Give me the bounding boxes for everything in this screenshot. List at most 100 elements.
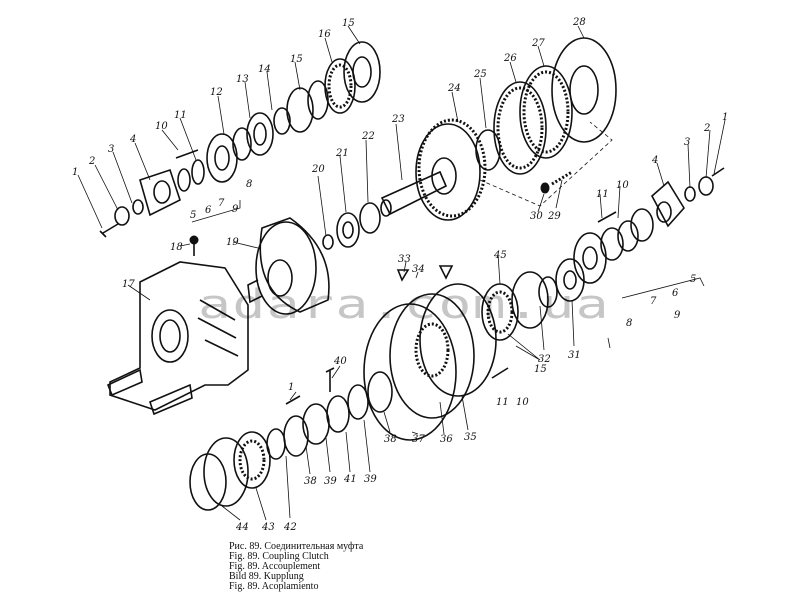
callout-label: 8 — [246, 179, 252, 190]
callout-label: 15 — [290, 54, 303, 65]
callout-label: 27 — [531, 38, 545, 49]
callout-label: 34 — [412, 264, 425, 275]
callout-label: 1 — [722, 112, 728, 123]
callout-label: 12 — [210, 87, 223, 98]
pin-30-part — [540, 182, 550, 194]
leader-line — [127, 241, 259, 301]
bearing-13-inner-part — [253, 122, 267, 146]
callout-label: 8 — [626, 318, 632, 329]
ring-14-part — [273, 107, 291, 135]
callout-label: 14 — [258, 64, 271, 75]
seal-ring-part — [191, 159, 205, 185]
callout-label: 4 — [129, 134, 136, 145]
lock-plate-part — [114, 206, 130, 226]
flange-4-hub-part — [656, 201, 672, 223]
ring-20-part — [322, 234, 334, 250]
bearing-31-inner-part — [563, 270, 577, 290]
callout-label: 28 — [572, 17, 586, 28]
bearing-31-part — [555, 258, 585, 302]
callout-label: 9 — [674, 310, 681, 321]
callout-label: 40 — [333, 356, 347, 367]
flange-hub-part — [153, 180, 171, 204]
leader-line — [317, 123, 403, 237]
bearing-22-part — [359, 202, 381, 234]
cover-35-bore-part — [414, 322, 450, 378]
pin-part — [175, 149, 199, 159]
leader-line — [403, 253, 501, 285]
ring-43-part — [233, 431, 271, 489]
ring-43-race-part — [238, 439, 266, 481]
callout-label: 17 — [122, 279, 135, 290]
callout-label: 43 — [261, 522, 275, 533]
shaft-23-end-part — [380, 199, 392, 217]
washer-part — [132, 199, 144, 215]
assembly-dashed-line — [479, 121, 613, 207]
callout-label: 35 — [464, 432, 477, 443]
drum-shaft-part — [247, 279, 263, 304]
callout-label: 21 — [335, 148, 349, 159]
disc-26-part — [493, 81, 547, 175]
callout-label: 22 — [361, 131, 375, 142]
callout-label: 41 — [343, 474, 357, 485]
splined-shaft-23-part — [380, 170, 448, 216]
plate-2-right-part — [698, 176, 714, 196]
callout-label: 11 — [174, 110, 187, 121]
clutch-drum-assembly — [247, 170, 448, 315]
leader-line — [599, 119, 726, 219]
ring-38-part — [367, 371, 393, 413]
leader-line — [161, 71, 273, 161]
ring-6-right-part — [617, 220, 639, 252]
bearing-21-part — [336, 212, 360, 248]
callout-label: 15 — [534, 364, 547, 375]
callout-label: 19 — [226, 237, 239, 248]
ring-38b-part — [283, 415, 309, 457]
callout-label: 1 — [288, 382, 294, 393]
housing-foot-part — [106, 368, 193, 416]
callout-label: 36 — [440, 434, 453, 445]
fitting-33-part — [396, 269, 410, 282]
callout-label: 9 — [232, 204, 239, 215]
cover-15-part — [343, 41, 381, 103]
cover-15-hole-part — [352, 56, 372, 88]
ring-7-right-part — [600, 227, 624, 261]
callout-label: 18 — [170, 242, 183, 253]
callout-label: 29 — [547, 211, 561, 222]
bolt-10-right-part — [597, 211, 617, 223]
bolt-1-lower-part — [285, 395, 301, 405]
callout-label: 38 — [384, 434, 397, 445]
cover-35-part — [419, 283, 497, 397]
housing-body-part — [109, 261, 249, 411]
drum-face-part — [255, 221, 317, 315]
callout-label: 10 — [516, 397, 529, 408]
spring-29-part — [551, 170, 573, 186]
washer-3-right-part — [684, 186, 696, 202]
callout-label: 24 — [447, 83, 461, 94]
disc-27-teeth-part — [522, 70, 570, 154]
leader-line — [507, 333, 541, 361]
spacer-ring-part — [177, 168, 191, 192]
callout-label: 38 — [304, 476, 317, 487]
callout-labels: 1 2 3 4 5 6 7 8 9 10 11 12 13 14 15 16 1… — [72, 17, 728, 533]
flange-part — [139, 168, 181, 217]
bolt-part — [99, 223, 119, 238]
callout-label: 32 — [538, 354, 551, 365]
callout-label: 25 — [473, 69, 487, 80]
callout-label: 20 — [311, 164, 325, 175]
figure-caption: Рис. 89. Соединительная муфта Fig. 89. C… — [229, 542, 363, 592]
bearing-40-part — [302, 403, 330, 445]
gear-24-hub-part — [431, 157, 457, 195]
gear-24-teeth-part — [417, 118, 487, 218]
bolt-11-lower-part — [491, 367, 509, 379]
callout-label: 39 — [364, 474, 377, 485]
callout-label: 3 — [684, 137, 690, 148]
callout-label: 7 — [218, 198, 225, 209]
gear-assembly — [415, 37, 617, 221]
caption-line-fr: Fig. 89. Accouplement — [229, 561, 321, 572]
callout-label: 10 — [155, 121, 168, 132]
callout-label: 45 — [493, 250, 507, 261]
housing-bore-part — [151, 309, 189, 363]
callout-label: 44 — [235, 522, 249, 533]
callout-label: 13 — [236, 74, 249, 85]
leader-line — [77, 142, 151, 229]
leader-line — [294, 25, 361, 91]
